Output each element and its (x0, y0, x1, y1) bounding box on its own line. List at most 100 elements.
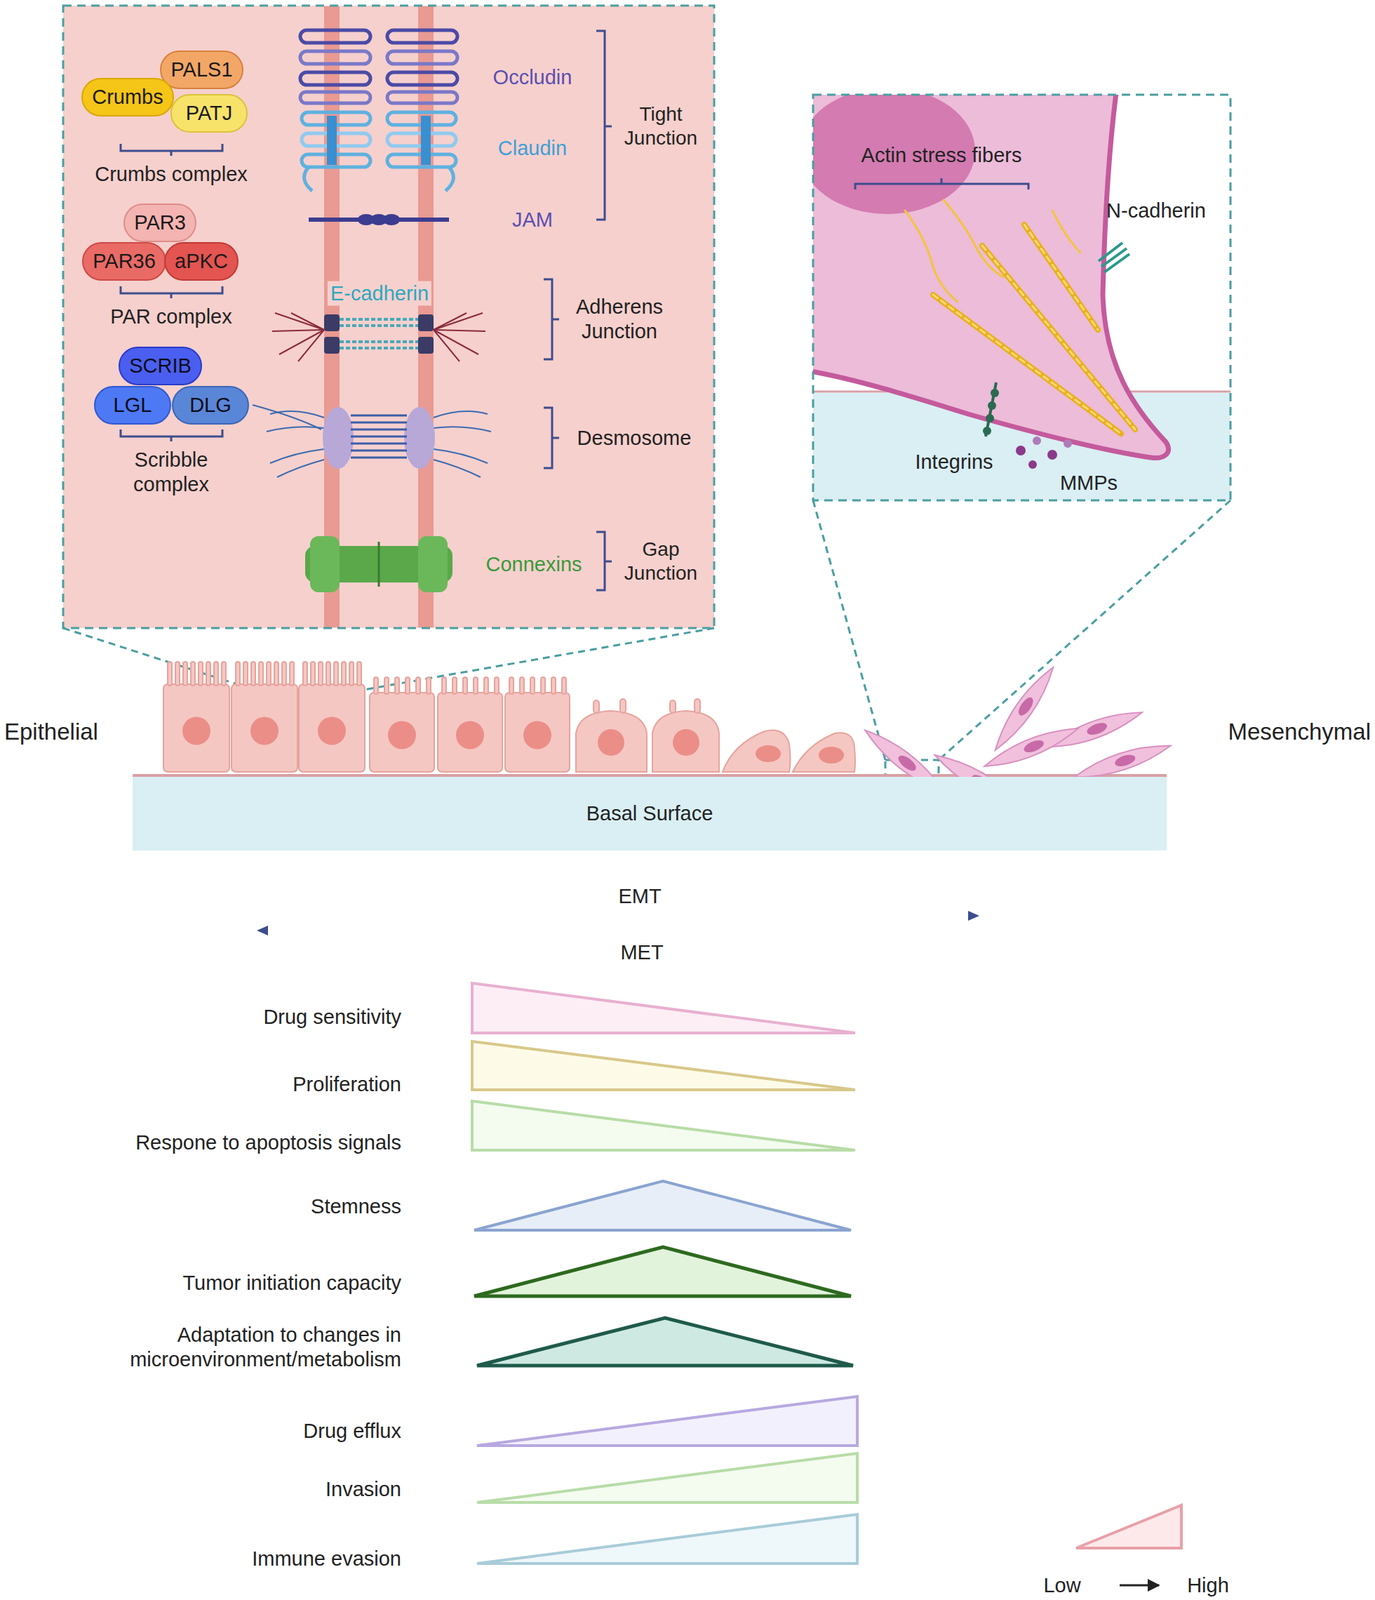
gap-junction-drawing (305, 535, 453, 593)
microvillus (333, 661, 339, 686)
protein-pill: LGL (94, 385, 172, 425)
nucleus (387, 721, 417, 750)
microvillus (405, 676, 410, 694)
label: Claudin (498, 136, 567, 161)
microvillus (452, 676, 457, 694)
protein-name: PAR3 (133, 211, 186, 235)
microvillus (221, 661, 226, 686)
label: Invasion (325, 1476, 402, 1502)
protein-pill: PATJ (170, 94, 248, 133)
label: E-cadherin (327, 281, 432, 306)
protein-name: PATJ (185, 102, 233, 125)
protein-pill: DLG (171, 385, 250, 425)
protein-name: aPKC (174, 250, 228, 273)
protein-pill: aPKC (164, 242, 239, 281)
microvillus (341, 661, 346, 686)
desmosome-drawing (252, 404, 492, 478)
label: Stemness (310, 1194, 402, 1219)
label: Respone to apoptosis signals (135, 1130, 402, 1155)
microvillus (198, 661, 203, 686)
protein-name: PAR36 (92, 250, 156, 273)
label: Proliferation (292, 1071, 402, 1097)
label: Tumor initiation capacity (182, 1270, 402, 1296)
nucleus (182, 716, 211, 746)
microvillus (519, 676, 525, 694)
microvillus (303, 661, 308, 686)
microvillus (175, 661, 180, 686)
microvillus (484, 676, 489, 694)
protein-name: Crumbs (91, 86, 164, 109)
label: High (1186, 1572, 1230, 1598)
occludin-drawing (300, 30, 458, 104)
microvillus (282, 661, 287, 686)
protein-name: SCRIB (129, 354, 192, 378)
label: Drug efflux (303, 1418, 402, 1444)
adherens-drawing (272, 312, 486, 362)
microvillus (473, 676, 478, 694)
protein-pill: PALS1 (159, 50, 244, 90)
label: Drug sensitivity (263, 1004, 402, 1030)
label: Tight Junction (608, 102, 714, 150)
microvillus (349, 661, 354, 686)
label: Scribble complex (108, 447, 235, 497)
microvillus (235, 661, 240, 686)
microvillus (384, 676, 389, 694)
region-label: Basal Surface (586, 802, 714, 825)
emt-met-arrows (244, 910, 990, 936)
microvillus (426, 676, 431, 694)
spindle-cell (981, 720, 1082, 774)
microvillus (530, 676, 535, 694)
nucleus (455, 721, 485, 750)
microvillus (494, 676, 499, 694)
label: Connexins (485, 552, 582, 577)
microvillus (509, 676, 514, 694)
label: Mesenchymal (1227, 717, 1371, 746)
microvillus (394, 676, 400, 694)
microvillus (373, 676, 379, 694)
claudin-drawing (301, 112, 456, 191)
epithelial-cell (369, 692, 435, 772)
label: Adherens Junction (556, 294, 683, 344)
epithelial-cell (231, 683, 298, 772)
protein-name: DLG (189, 394, 232, 417)
label: Crumbs complex (94, 162, 248, 187)
microvillus (441, 676, 447, 694)
label: MMPs (1060, 470, 1118, 496)
microvillus (213, 661, 219, 686)
microvillus (416, 676, 421, 694)
label: EMT (618, 883, 661, 909)
spindle-cell (1043, 704, 1145, 755)
label: JAM (512, 207, 553, 233)
microvillus (266, 661, 271, 686)
protein-pill: PAR36 (82, 242, 167, 281)
mesenchymal-cell-zoom (799, 87, 1231, 501)
microvillus (357, 661, 362, 686)
label: MET (620, 940, 663, 965)
microvillus (258, 661, 264, 686)
microvillus (551, 676, 556, 694)
label: Actin stress fibers (861, 143, 1023, 168)
microvillus (251, 661, 256, 686)
nucleus (317, 716, 346, 746)
epithelial-cell (437, 692, 503, 772)
microvillus (310, 661, 315, 686)
microvillus (243, 661, 248, 686)
zoom-leaders (63, 500, 1231, 807)
microvillus (540, 676, 546, 694)
epithelial-cell (163, 683, 230, 772)
microvillus (167, 661, 172, 686)
protein-name: LGL (113, 394, 153, 417)
microvillus (463, 676, 468, 694)
label: Low (1043, 1572, 1081, 1598)
basal-surface-band: Basal Surface (132, 776, 1167, 851)
protein-pill: Crumbs (81, 77, 174, 117)
label: Gap Junction (608, 537, 714, 585)
label: Desmosome (577, 425, 692, 451)
microvillus (190, 661, 196, 686)
label: Epithelial (4, 717, 99, 746)
microvillus (318, 661, 323, 686)
protein-name: PALS1 (170, 58, 233, 82)
microvillus (561, 676, 567, 694)
label: Occludin (493, 65, 573, 90)
zoom-frame (63, 5, 715, 628)
